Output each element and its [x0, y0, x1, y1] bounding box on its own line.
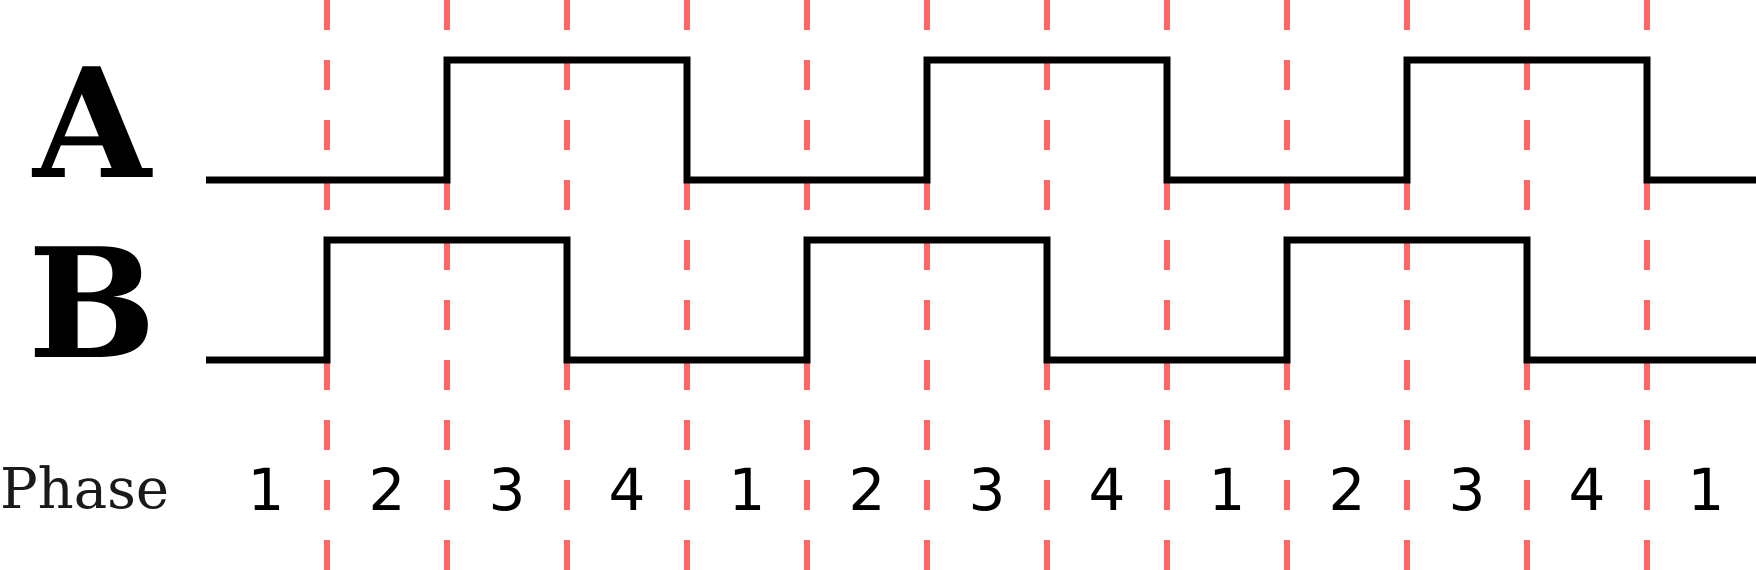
phase-number: 3 — [1449, 456, 1486, 524]
channel-b-waveform — [206, 236, 1756, 364]
phase-number: 4 — [1569, 456, 1606, 524]
phase-heading: Phase — [0, 457, 169, 522]
phase-number: 3 — [969, 456, 1006, 524]
phase-number: 4 — [609, 456, 646, 524]
phase-number: 2 — [1329, 456, 1366, 524]
phase-number: 1 — [248, 456, 285, 524]
phase-labels: 1 2 3 4 1 2 3 4 1 2 3 4 1 — [248, 456, 1725, 524]
phase-number: 2 — [849, 456, 886, 524]
phase-number: 3 — [489, 456, 526, 524]
phase-number: 1 — [1688, 456, 1725, 524]
phase-number: 4 — [1089, 456, 1126, 524]
channel-a-label: A — [31, 34, 153, 213]
phase-number: 2 — [369, 456, 406, 524]
channel-a-waveform — [206, 56, 1756, 184]
phase-number: 1 — [729, 456, 766, 524]
waveforms — [206, 56, 1756, 364]
channel-b-label: B — [28, 214, 156, 393]
phase-number: 1 — [1209, 456, 1246, 524]
